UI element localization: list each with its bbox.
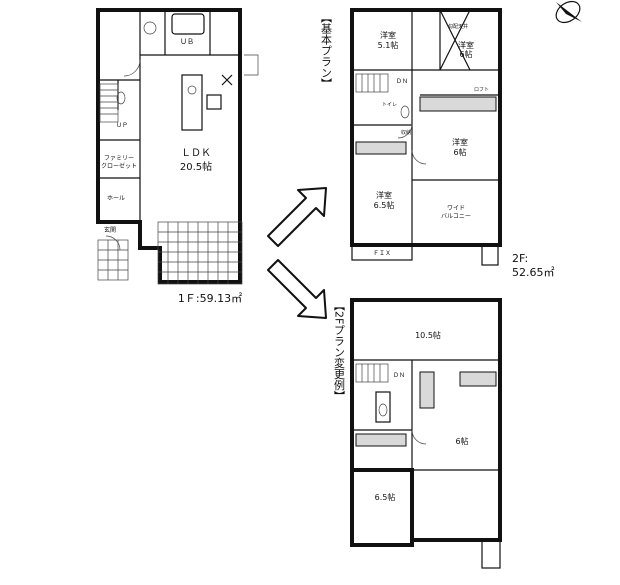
fix-window [351,244,413,261]
variant-room-mid: 6帖 [455,436,468,446]
up-label: ＵＰ [116,122,128,129]
family-closet-label-2: クローゼット [101,162,137,170]
kitchen-island [181,74,203,131]
compass-icon [555,0,582,24]
ub-label: ＵＢ [180,38,194,46]
ceiling-label: 勾配天井 [448,23,468,30]
bathtub [171,13,205,35]
entrance-label: 玄関 [104,226,116,234]
arrow-up-right-icon [267,187,327,247]
fix-label: ＦＩＸ [373,250,391,257]
floor2-variant-plan: 10.5帖 6帖 6.5帖 ＤＮ [350,298,502,569]
western-room-b: 洋室 [458,40,474,50]
ldk-label: ＬＤＫ [181,148,211,159]
floor1-area: 1Ｆ:59.13㎡ [178,292,242,305]
variant-room-big: 10.5帖 [415,330,441,340]
hall-label: ホール [107,195,125,202]
floor2-area-value: 52.65㎡ [512,266,555,279]
western-room-d-size: 6.5帖 [374,200,395,210]
deck-area [97,221,243,285]
family-closet-label: ファミリー [104,155,134,162]
floor2-stairs [355,73,389,93]
floor1-plan: ＬＤＫ 20.5帖 ＵＢ ＵＰ ファミリー クローゼット ホール 玄関 1Ｆ:5… [96,8,259,305]
storage-label: 収納 [401,129,411,136]
arrow-down-right-icon [267,259,327,319]
western-room-a: 洋室 [380,30,396,40]
wide-balcony-label: ワイド [447,205,465,212]
variant-plan-heading: 【2Fプラン変更例】 [333,300,346,401]
toilet-label: トイレ [382,102,397,108]
variant-room-small: 6.5帖 [375,492,396,502]
ldk-size: 20.5帖 [180,160,212,173]
loft-label: ロフト [474,87,489,93]
floor2-plan: 洋室 5.1帖 洋室 6帖 洋室 6帖 洋室 6.5帖 ワイド バルコニー ＤＮ… [350,8,555,279]
western-room-b-size: 6帖 [459,49,472,59]
floor2-area-label: 2F: [512,252,528,265]
floor2-dn-label: ＤＮ [396,78,408,85]
western-room-c-size: 6帖 [453,147,466,157]
variant-dn-label: ＤＮ [393,372,405,379]
toilet-icon [116,91,126,105]
western-room-d: 洋室 [376,190,392,200]
variant-stairs [355,363,389,383]
western-room-c: 洋室 [452,137,468,147]
wide-balcony-label-2: バルコニー [441,213,471,220]
basic-plan-heading: 【基本プラン】 [320,12,333,89]
floor1-stairs [99,83,119,123]
western-room-a-size: 5.1帖 [378,40,399,50]
